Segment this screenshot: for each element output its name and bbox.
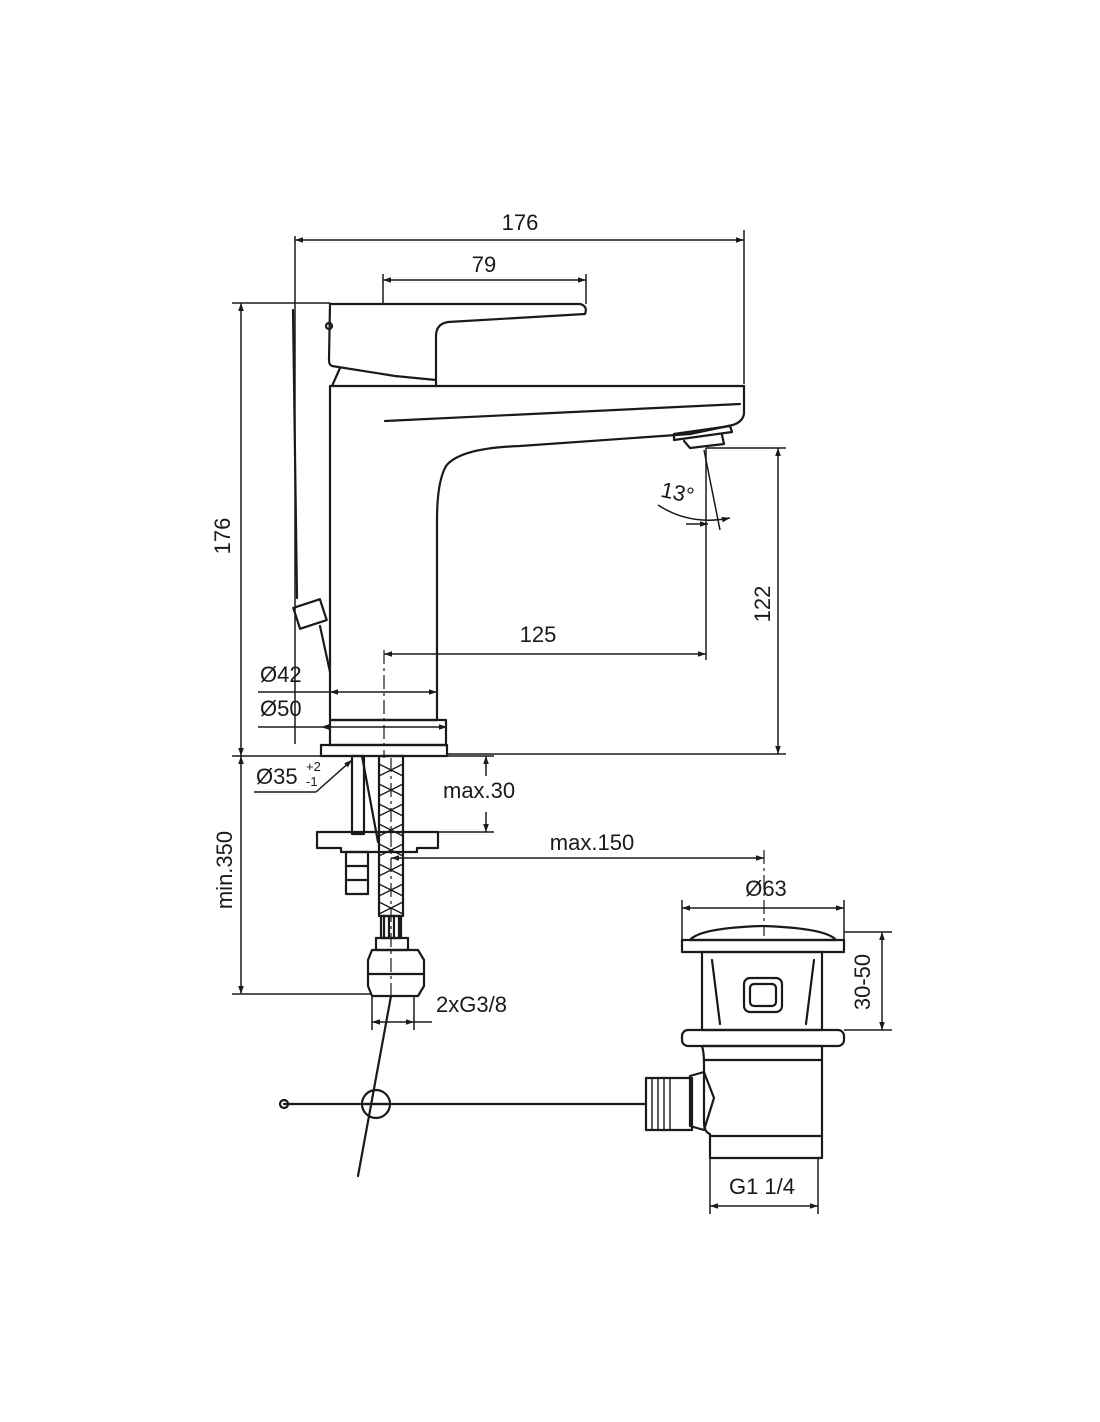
total-width-label: 176 — [502, 210, 539, 235]
hole-tolerance-plus: +2 — [306, 759, 321, 774]
hole-diameter-label: Ø35 — [256, 764, 298, 789]
max-waste-distance-label: max.150 — [550, 830, 634, 855]
under-deck-fixing — [315, 754, 440, 896]
spout-reach-label: 125 — [520, 622, 557, 647]
waste-thread-label: G1 1/4 — [729, 1174, 795, 1199]
dimension-labels: 176 79 176 122 125 13° Ø42 Ø50 Ø35 +2 -1… — [210, 210, 875, 1199]
total-height-label: 176 — [210, 518, 235, 555]
fixing-nut — [344, 850, 370, 896]
handle-width-label: 79 — [472, 252, 496, 277]
pop-up-waste — [278, 924, 846, 1178]
pop-up-rod — [291, 308, 332, 674]
base-ring — [328, 718, 448, 747]
min-hose-length-label: min.350 — [212, 831, 237, 909]
centerlines — [383, 650, 765, 1000]
tap-handle — [327, 302, 587, 382]
spout-height-label: 122 — [750, 586, 775, 623]
rod-clip — [360, 1088, 392, 1120]
fixing-plate — [315, 830, 440, 854]
base-diameter-label: Ø50 — [260, 696, 302, 721]
angle-label: 13° — [659, 477, 697, 508]
body-diameter-label: Ø42 — [260, 662, 302, 687]
max-deck-label: max.30 — [443, 778, 515, 803]
tap-body — [319, 302, 746, 758]
dimension-lines — [232, 230, 892, 1214]
connection-label: 2xG3/8 — [436, 992, 507, 1017]
tap-spout — [328, 384, 746, 722]
aerator — [672, 424, 734, 450]
waste-range-label: 30-50 — [850, 954, 875, 1010]
waste-plug — [688, 924, 838, 942]
flexible-hose — [366, 754, 426, 998]
handle-pivot — [324, 321, 334, 331]
waste-diameter-label: Ø63 — [745, 876, 787, 901]
hole-tolerance-minus: -1 — [306, 774, 318, 789]
